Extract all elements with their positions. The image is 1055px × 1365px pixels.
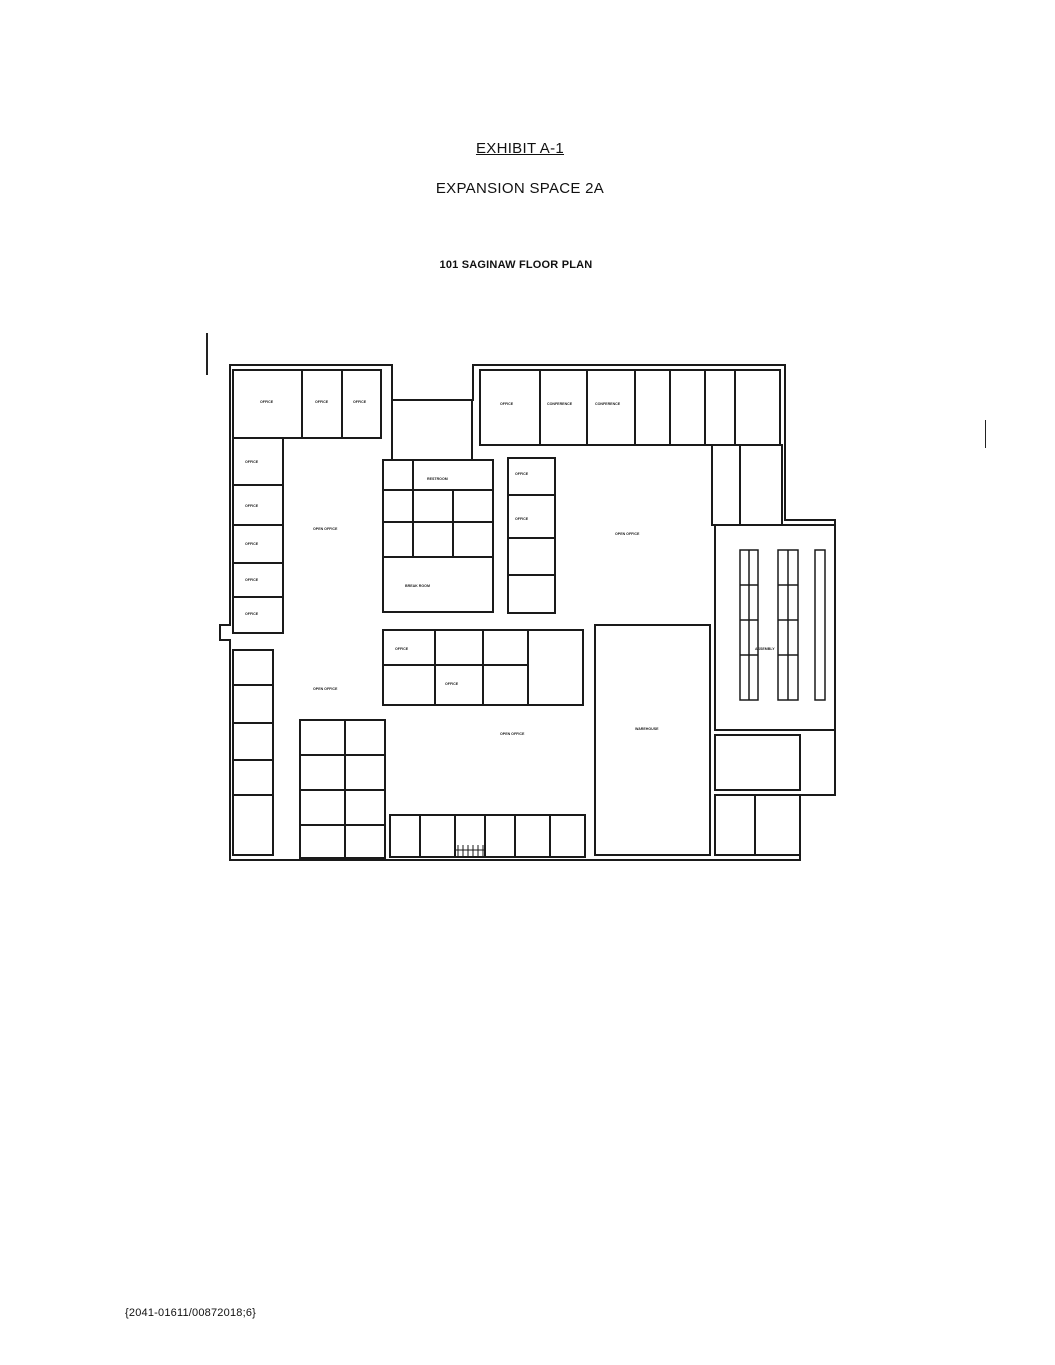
office-block — [232, 369, 382, 439]
svg-text:RESTROOM: RESTROOM — [427, 477, 448, 481]
lower-right-room — [714, 794, 801, 856]
svg-text:OFFICE: OFFICE — [245, 612, 259, 616]
svg-text:OPEN OFFICE: OPEN OFFICE — [500, 732, 525, 736]
svg-text:OFFICE: OFFICE — [515, 517, 529, 521]
svg-text:OFFICE: OFFICE — [353, 400, 367, 404]
office-column — [232, 649, 274, 856]
svg-text:OFFICE: OFFICE — [395, 647, 409, 651]
stair — [455, 845, 485, 857]
svg-text:OPEN OFFICE: OPEN OFFICE — [313, 687, 338, 691]
assembly-area — [714, 524, 836, 731]
floor-plan-drawing: OFFICE OFFICE OFFICE OFFICE OFFICE OFFIC… — [219, 364, 836, 861]
svg-text:OFFICE: OFFICE — [315, 400, 329, 404]
svg-text:CONFERENCE: CONFERENCE — [547, 402, 573, 406]
warehouse — [594, 624, 711, 856]
svg-text:OFFICE: OFFICE — [245, 504, 259, 508]
scan-margin-mark — [206, 333, 208, 375]
exhibit-subtitle: EXPANSION SPACE 2A — [435, 180, 605, 197]
svg-text:OFFICE: OFFICE — [245, 460, 259, 464]
scan-margin-mark — [985, 420, 986, 448]
exhibit-title: EXHIBIT A-1 — [475, 140, 565, 157]
conference-room — [527, 629, 584, 706]
storage-rooms — [711, 444, 783, 526]
room-labels: OFFICE OFFICE OFFICE OFFICE OFFICE OFFIC… — [245, 400, 775, 736]
lobby — [391, 399, 473, 461]
svg-text:OFFICE: OFFICE — [515, 472, 529, 476]
restroom-core — [382, 459, 494, 613]
svg-text:OFFICE: OFFICE — [445, 682, 459, 686]
svg-text:OPEN OFFICE: OPEN OFFICE — [313, 527, 338, 531]
svg-text:OFFICE: OFFICE — [500, 402, 514, 406]
svg-text:OFFICE: OFFICE — [260, 400, 274, 404]
assembly-benches — [739, 549, 826, 701]
office-column — [507, 457, 556, 614]
svg-text:OFFICE: OFFICE — [245, 542, 259, 546]
svg-text:CONFERENCE: CONFERENCE — [595, 402, 621, 406]
lower-right-room — [714, 734, 801, 791]
svg-text:OFFICE: OFFICE — [245, 578, 259, 582]
office-row — [389, 814, 586, 858]
document-reference-number: {2041-01611/00872018;6} — [125, 1307, 257, 1319]
svg-text:BREAK ROOM: BREAK ROOM — [405, 584, 430, 588]
svg-text:OPEN OFFICE: OPEN OFFICE — [615, 532, 640, 536]
svg-text:WAREHOUSE: WAREHOUSE — [635, 727, 659, 731]
floor-plan-walls — [219, 364, 836, 861]
office-column — [232, 437, 284, 634]
office-cluster — [382, 629, 529, 706]
office-row — [479, 369, 781, 446]
floor-plan-title: 101 SAGINAW FLOOR PLAN — [439, 259, 593, 271]
svg-text:ASSEMBLY: ASSEMBLY — [755, 647, 775, 651]
